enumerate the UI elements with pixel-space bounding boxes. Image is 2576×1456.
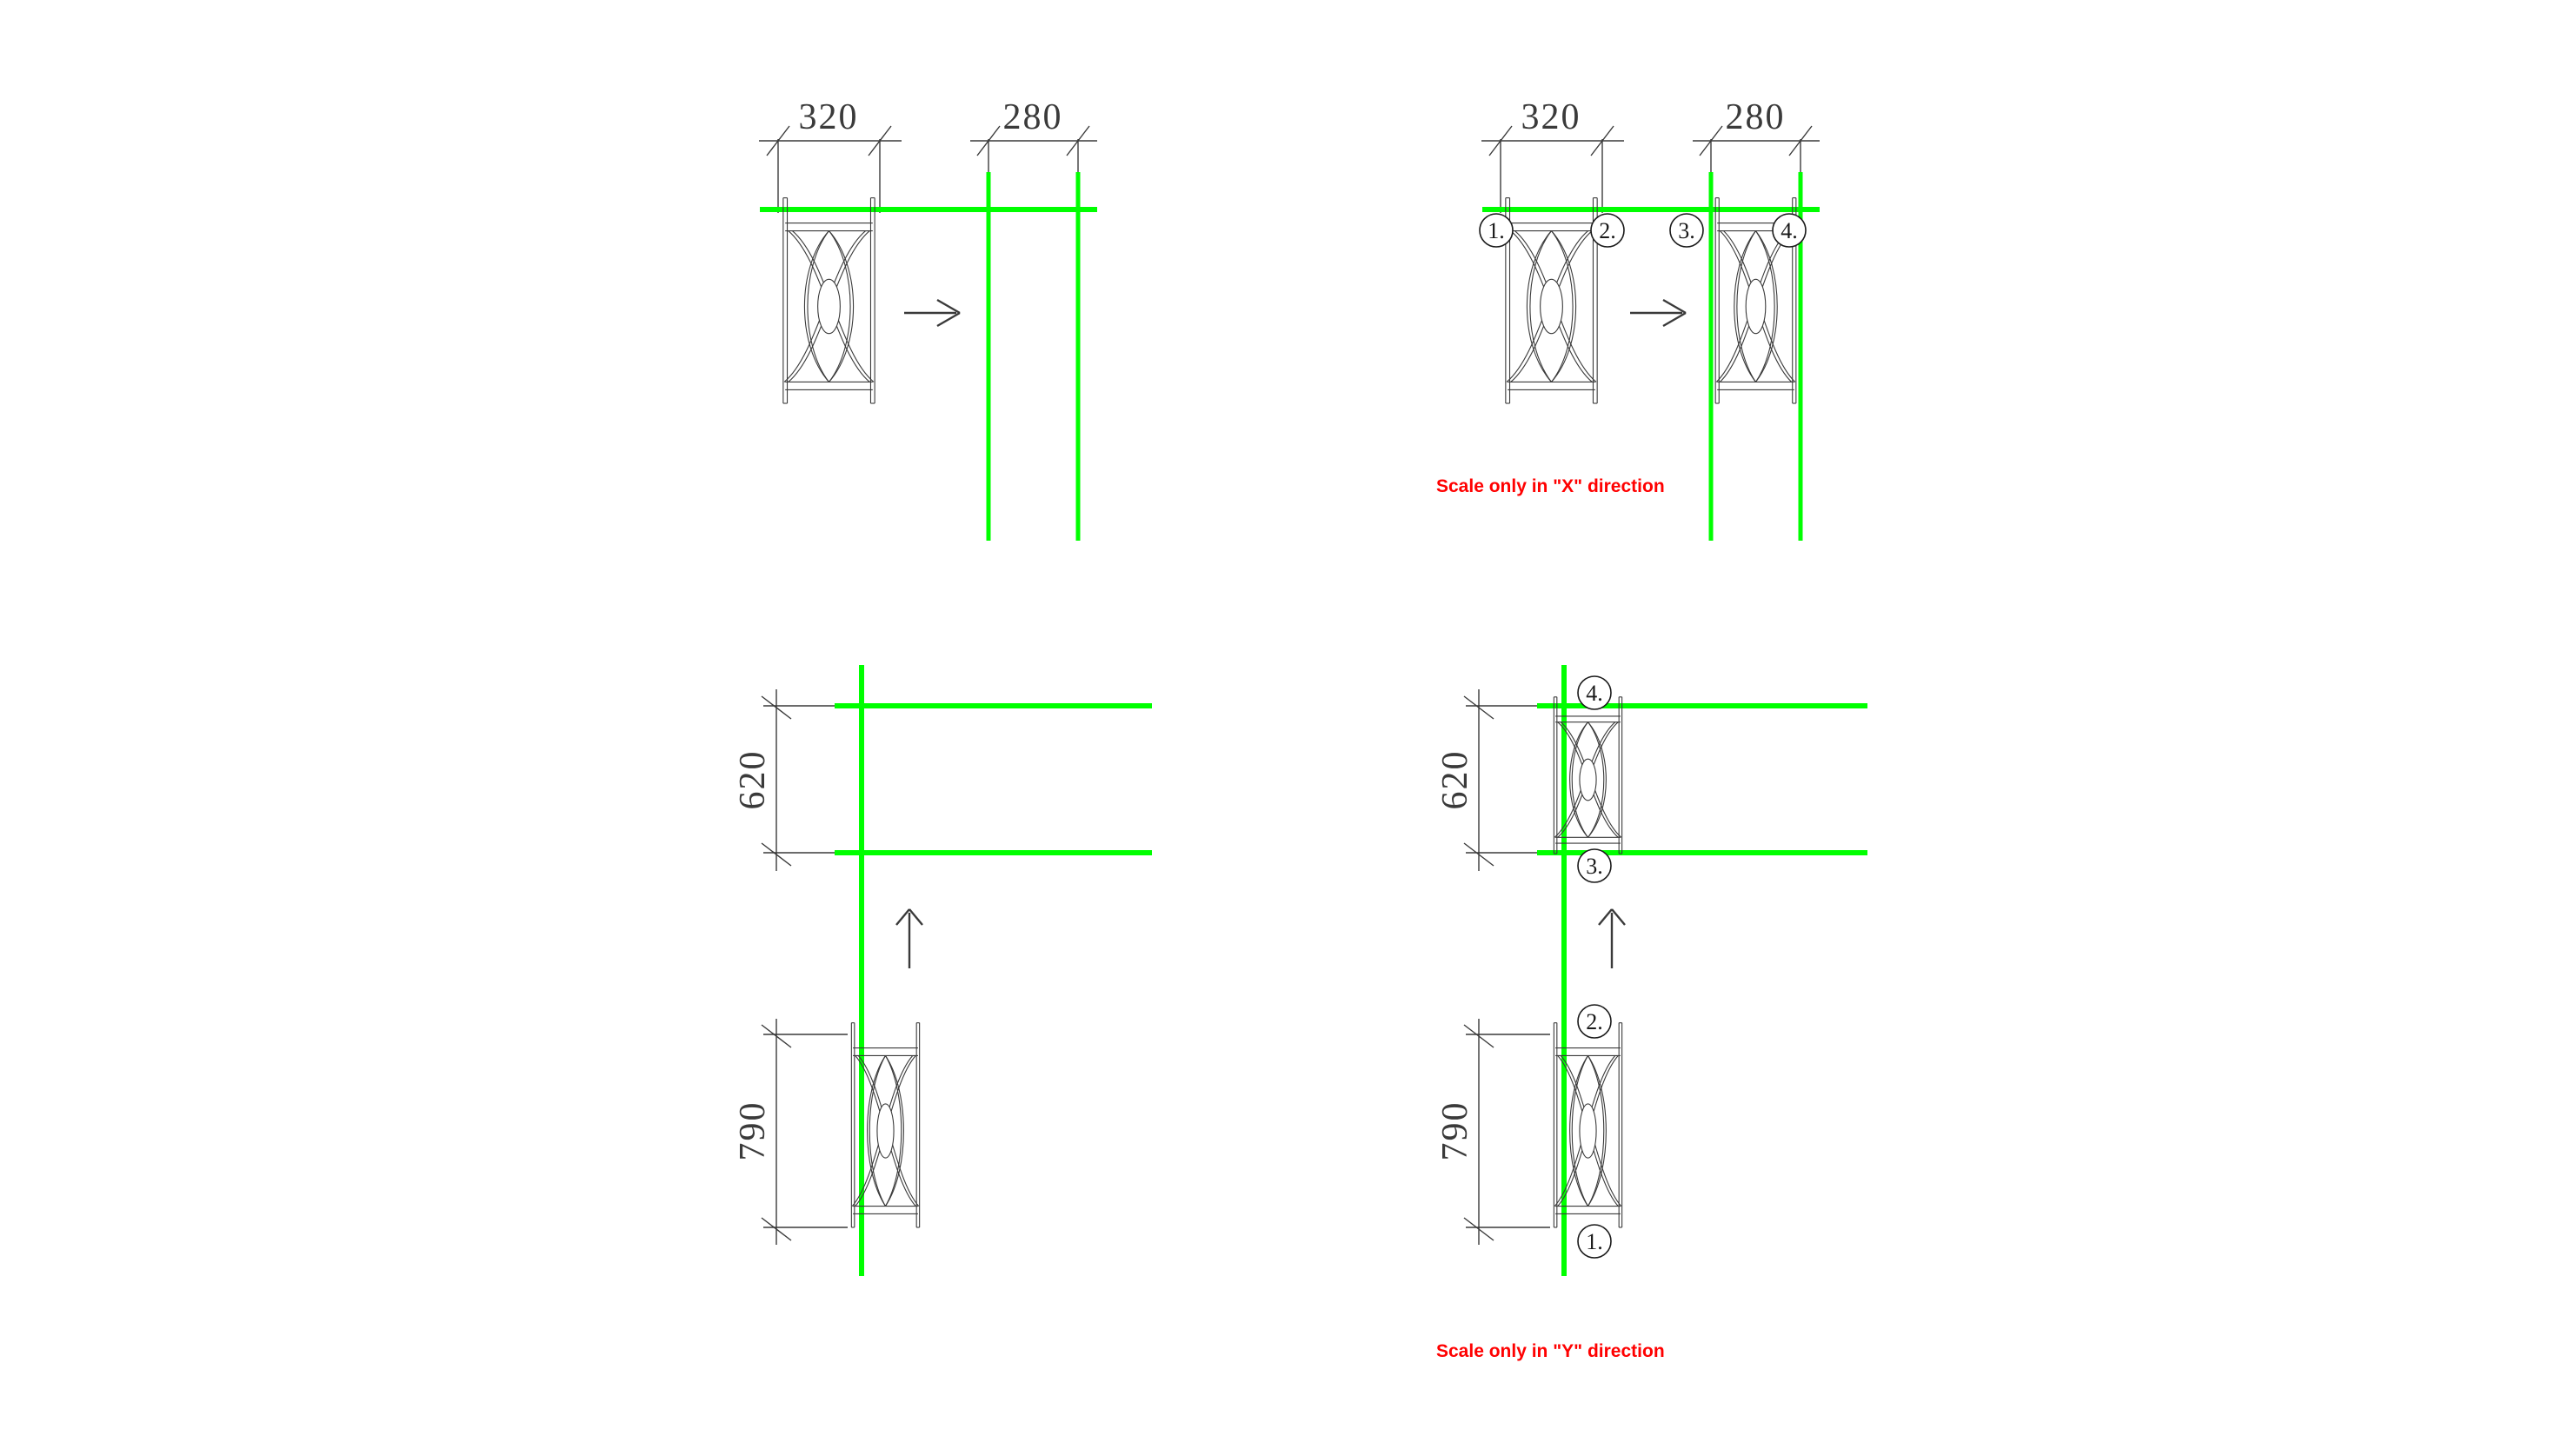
callout-bubble-3[interactable]: 3. xyxy=(1669,213,1704,248)
dimension-label-320: 320 xyxy=(799,97,859,137)
callout-bubble-1-label: 1. xyxy=(1488,218,1505,243)
callout-bubble-4-label: 4. xyxy=(1781,218,1798,243)
dimension-tick-icon xyxy=(1699,125,1723,156)
dimension-tick-icon xyxy=(1463,842,1494,867)
dimension-620-left: 620 xyxy=(733,689,835,871)
dimension-620-right: 620 xyxy=(1435,689,1537,871)
dimension-tick-icon xyxy=(1590,125,1614,156)
callout-bubble-2-label: 2. xyxy=(1586,1009,1603,1034)
callout-bubble-3-label: 3. xyxy=(1678,218,1695,243)
dimension-tick-icon xyxy=(1463,1217,1494,1241)
arrow-up-icon xyxy=(895,908,923,968)
dimension-label-320: 320 xyxy=(1521,97,1581,137)
dimension-tick-icon xyxy=(868,125,892,156)
dimension-790-right: 790 xyxy=(1435,1019,1550,1245)
callout-bubble-1-label: 1. xyxy=(1586,1229,1603,1254)
dimension-label-620: 620 xyxy=(1435,750,1475,810)
note-scale-y: Scale only in "Y" direction xyxy=(1436,1341,1665,1361)
quadrant-x-after: 320 280 1. xyxy=(1436,97,1820,541)
dimension-tick-icon xyxy=(1463,1024,1494,1048)
dimension-790-left: 790 xyxy=(733,1019,848,1245)
callout-bubble-3[interactable]: 3. xyxy=(1577,848,1612,883)
dimension-label-790: 790 xyxy=(1435,1101,1475,1161)
callout-bubble-4[interactable]: 4. xyxy=(1577,675,1612,710)
callout-bubble-4[interactable]: 4. xyxy=(1772,213,1807,248)
callout-bubble-1[interactable]: 1. xyxy=(1479,213,1514,248)
arrow-up-icon xyxy=(1598,908,1626,968)
dimension-320-right: 320 xyxy=(1481,97,1624,213)
dimension-label-280: 280 xyxy=(1003,97,1063,137)
callout-bubble-3-label: 3. xyxy=(1586,854,1603,879)
callout-bubble-2-label: 2. xyxy=(1599,218,1616,243)
dimension-label-620: 620 xyxy=(733,750,773,810)
note-scale-x: Scale only in "X" direction xyxy=(1436,476,1665,496)
dimension-tick-icon xyxy=(766,125,790,156)
dimension-280-left: 280 xyxy=(970,97,1097,213)
dimension-tick-icon xyxy=(1488,125,1513,156)
arrow-right-icon xyxy=(1630,298,1687,328)
arrow-right-icon xyxy=(904,298,961,328)
dimension-tick-icon xyxy=(761,842,792,867)
dimension-tick-icon xyxy=(761,695,792,720)
dimension-tick-icon xyxy=(976,125,1001,156)
quadrant-y-after: 620 790 4. xyxy=(1435,665,1867,1361)
dimension-label-280: 280 xyxy=(1726,97,1786,137)
callout-bubble-4-label: 4. xyxy=(1586,681,1603,706)
dimension-320-left: 320 xyxy=(759,97,902,213)
callout-bubble-2[interactable]: 2. xyxy=(1577,1004,1612,1039)
dimension-tick-icon xyxy=(1066,125,1090,156)
dimension-tick-icon xyxy=(1788,125,1813,156)
dimension-tick-icon xyxy=(761,1217,792,1241)
dimension-tick-icon xyxy=(1463,695,1494,720)
dimension-label-790: 790 xyxy=(733,1101,773,1161)
quadrant-x-before: 320 280 xyxy=(759,97,1097,541)
callout-bubble-1[interactable]: 1. xyxy=(1577,1224,1612,1259)
dimension-tick-icon xyxy=(761,1024,792,1048)
callout-bubble-2[interactable]: 2. xyxy=(1590,213,1625,248)
quadrant-y-before: 620 790 xyxy=(733,665,1152,1276)
